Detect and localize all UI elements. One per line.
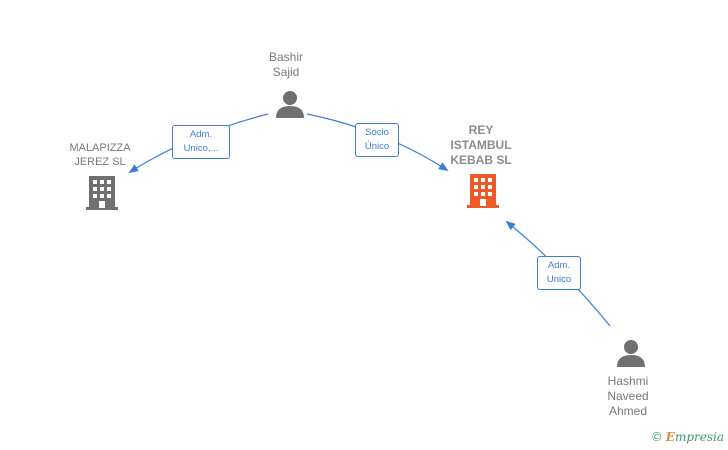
- empresia-logo: ©Empresia: [650, 430, 724, 444]
- node-malapizza-label[interactable]: MALAPIZZA JEREZ SL: [69, 142, 131, 168]
- building-icon[interactable]: [467, 174, 499, 208]
- copyright-icon: ©: [650, 430, 663, 444]
- node-bashir-label[interactable]: Bashir Sajid: [268, 50, 303, 79]
- node-hashmi-label[interactable]: Hashmi Naveed Ahmed: [607, 374, 649, 418]
- edge-label-adm-unico-malapizza[interactable]: Adm. Unico,...: [172, 125, 230, 159]
- building-icon[interactable]: [86, 176, 118, 210]
- node-rey-label[interactable]: REY ISTAMBUL KEBAB SL: [450, 123, 512, 167]
- person-icon[interactable]: [275, 90, 305, 118]
- edge-label-socio-unico[interactable]: Socio Único: [355, 123, 399, 157]
- edge-label-adm-unico-rey[interactable]: Adm. Unico: [537, 256, 581, 290]
- person-icon[interactable]: [616, 339, 646, 367]
